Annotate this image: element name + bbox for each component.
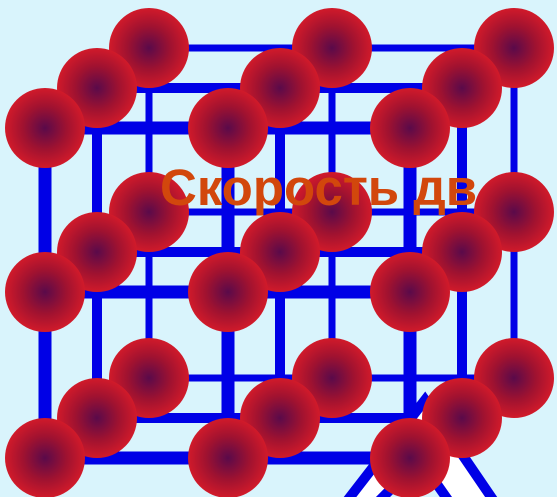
lattice-atoms	[5, 8, 554, 497]
atom	[188, 252, 268, 332]
slide-title: Скорость дв	[160, 159, 478, 216]
atom	[370, 88, 450, 168]
atom	[188, 88, 268, 168]
atom	[370, 418, 450, 497]
atom	[188, 418, 268, 497]
atom	[370, 252, 450, 332]
atom	[5, 88, 85, 168]
atom	[5, 418, 85, 497]
atom	[5, 252, 85, 332]
